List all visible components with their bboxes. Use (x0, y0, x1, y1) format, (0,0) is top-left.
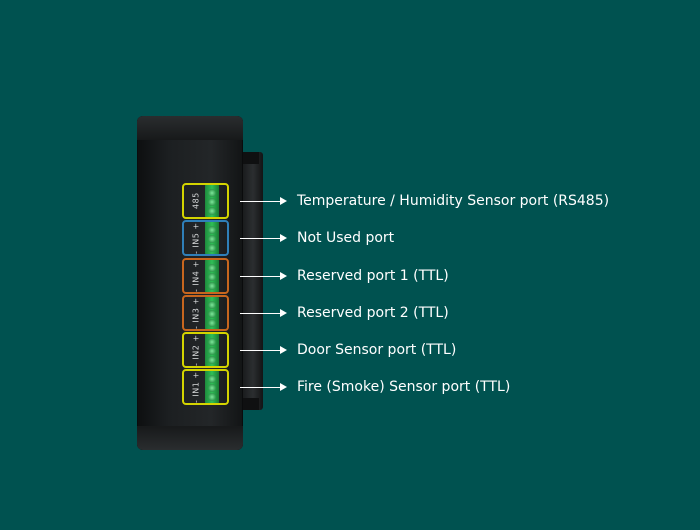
pointer-arrow-line (240, 313, 282, 314)
screw-icon (208, 319, 216, 327)
screw-icon (208, 273, 216, 281)
pointer-arrow-line (240, 387, 282, 388)
terminal-block (205, 370, 219, 404)
rail-tab-top (243, 152, 259, 164)
terminal-block (205, 259, 219, 293)
device-top-cap (137, 116, 243, 140)
port-description: Door Sensor port (TTL) (297, 342, 457, 358)
port-description: Fire (Smoke) Sensor port (TTL) (297, 379, 511, 395)
controller-device (137, 116, 243, 450)
screw-icon (208, 393, 216, 401)
port-description: Reserved port 1 (TTL) (297, 268, 449, 284)
arrow-head-icon (280, 272, 287, 280)
pointer-arrow-line (240, 238, 282, 239)
pointer-arrow-line (240, 350, 282, 351)
port-highlight-box (182, 220, 229, 256)
screw-icon (208, 264, 216, 272)
screw-icon (208, 356, 216, 364)
screw-icon (208, 282, 216, 290)
arrow-head-icon (280, 346, 287, 354)
screw-icon (208, 347, 216, 355)
arrow-head-icon (280, 234, 287, 242)
terminal-block (205, 333, 219, 367)
screw-icon (208, 310, 216, 318)
screw-icon (208, 338, 216, 346)
port-description: Not Used port (297, 230, 395, 246)
screw-icon (208, 235, 216, 243)
arrow-head-icon (280, 383, 287, 391)
port-description: Reserved port 2 (TTL) (297, 305, 449, 321)
screw-icon (208, 198, 216, 206)
terminal-block (205, 184, 219, 218)
din-rail (243, 152, 263, 410)
device-bottom-cap (137, 426, 243, 450)
screw-icon (208, 384, 216, 392)
screw-icon (208, 226, 216, 234)
port-highlight-box (182, 369, 229, 405)
screw-icon (208, 375, 216, 383)
port-highlight-box (182, 295, 229, 331)
port-highlight-box (182, 183, 229, 219)
screw-icon (208, 189, 216, 197)
pointer-arrow-line (240, 276, 282, 277)
screw-icon (208, 207, 216, 215)
port-highlight-box (182, 258, 229, 294)
terminal-block (205, 221, 219, 255)
screw-icon (208, 244, 216, 252)
port-highlight-box (182, 332, 229, 368)
rail-tab-bottom (243, 398, 259, 410)
terminal-block (205, 296, 219, 330)
pointer-arrow-line (240, 201, 282, 202)
arrow-head-icon (280, 197, 287, 205)
port-description: Temperature / Humidity Sensor port (RS48… (297, 193, 610, 209)
arrow-head-icon (280, 309, 287, 317)
screw-icon (208, 301, 216, 309)
